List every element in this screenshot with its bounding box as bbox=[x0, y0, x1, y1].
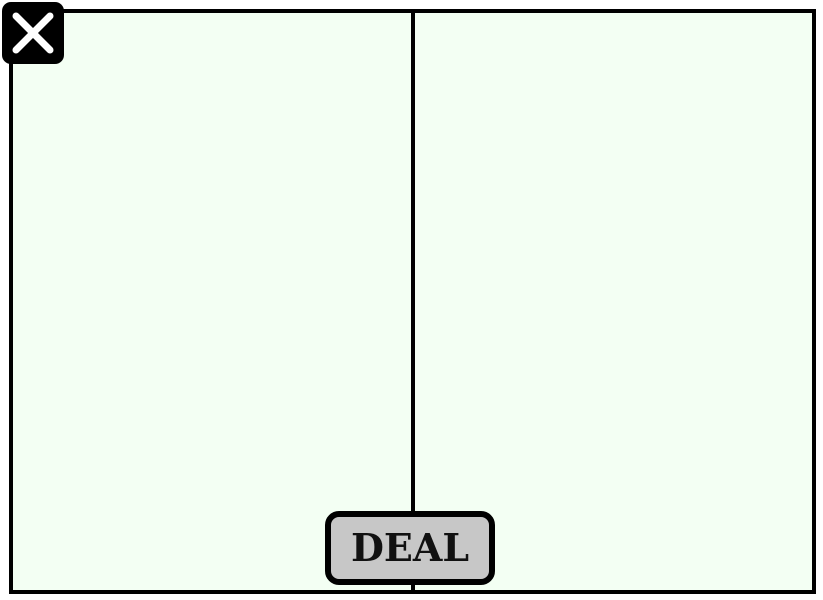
close-button[interactable] bbox=[2, 2, 64, 64]
right-hand-area bbox=[415, 13, 812, 590]
left-hand-area bbox=[13, 13, 411, 590]
game-table bbox=[9, 9, 816, 594]
close-x-icon bbox=[12, 12, 54, 54]
center-divider bbox=[411, 13, 415, 590]
deal-button[interactable]: DEAL bbox=[325, 511, 495, 585]
